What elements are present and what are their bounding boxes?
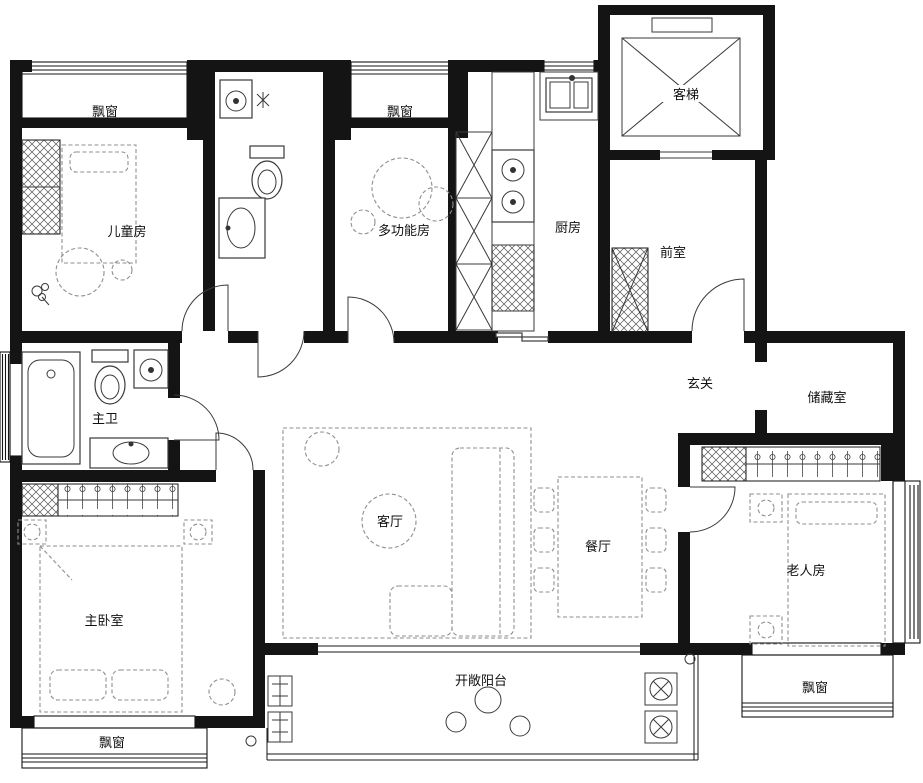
- guest-bath-fixtures: [218, 79, 285, 259]
- column-marker: [245, 735, 257, 747]
- label-bay-window-bottom-right: 飘窗: [802, 680, 828, 695]
- elder-room-side-bay-window: [892, 480, 921, 644]
- elevator-shaft: [621, 17, 741, 159]
- kitchen-fixtures: [491, 71, 599, 246]
- kitchen-base-cabinet: [491, 244, 535, 332]
- children-pillow: [69, 151, 129, 173]
- dining-room-furniture: [533, 476, 667, 618]
- label-children-room: 儿童房: [107, 224, 146, 239]
- water-heater: [219, 79, 253, 119]
- elder-room-bottom-bay-window: [741, 642, 894, 718]
- elder-bed: [787, 493, 886, 647]
- master-bath-fixtures: [21, 349, 169, 469]
- children-room-furniture: [31, 144, 137, 306]
- children-bed: [61, 144, 137, 264]
- kitchen-counter-left: [491, 71, 535, 151]
- balcony-opening: [318, 645, 640, 653]
- master-vanity: [89, 437, 169, 469]
- vestibule-cabinet: [611, 247, 649, 333]
- living-rug: [282, 427, 532, 639]
- children-chair: [111, 259, 133, 281]
- drain-unit: [267, 711, 293, 743]
- armchair: [304, 431, 340, 467]
- planter: [644, 710, 678, 744]
- children-rug: [55, 247, 105, 297]
- walls: [10, 5, 905, 728]
- dining-table: [557, 476, 643, 618]
- planter: [644, 672, 678, 706]
- master-nightstand: [17, 519, 47, 545]
- door-swing-entry: [691, 278, 745, 332]
- balcony: [245, 645, 699, 761]
- elder-room-furniture: [749, 493, 886, 647]
- kitchen-tall-cabinets: [455, 131, 493, 331]
- label-bay-window-top-mid: 飘窗: [387, 104, 413, 119]
- door-swing-multifunction-room: [347, 296, 395, 344]
- label-vestibule: 前室: [660, 245, 686, 260]
- balcony-chair: [509, 715, 531, 737]
- drain-unit: [267, 675, 293, 707]
- door-swing-master-bath: [173, 394, 220, 441]
- multifunction-bay-window: [350, 61, 451, 119]
- label-storage: 储藏室: [807, 390, 846, 405]
- label-master-bedroom: 主卧室: [84, 613, 123, 628]
- kitchen-window: [543, 60, 595, 72]
- door-swing-elder-room: [689, 486, 736, 533]
- label-elevator: 客梯: [673, 87, 699, 102]
- sofa: [451, 447, 515, 637]
- stool: [208, 678, 236, 706]
- master-pillow: [49, 669, 107, 701]
- multifunction-room-furniture: [350, 157, 454, 235]
- label-open-balcony: 开敞阳台: [455, 673, 507, 688]
- master-nightstand: [183, 519, 213, 545]
- label-foyer: 玄关: [687, 376, 713, 391]
- label-kitchen: 厨房: [555, 220, 581, 235]
- master-bedroom-furniture: [17, 519, 236, 713]
- label-bay-window-top-left: 飘窗: [92, 104, 118, 119]
- kitchen-sink: [539, 71, 599, 121]
- coffee-table: [361, 493, 417, 549]
- label-dining-room: 餐厅: [585, 539, 611, 554]
- elder-pillow: [795, 501, 878, 525]
- living-room-furniture: [282, 427, 532, 639]
- master-bedroom-wardrobe: [21, 483, 179, 517]
- master-bedroom-bay-window: [21, 715, 208, 769]
- stove: [491, 149, 535, 223]
- column-marker: [684, 653, 696, 665]
- children-wardrobe: [21, 139, 61, 235]
- master-bath-window: [0, 351, 23, 463]
- label-living-room: 客厅: [377, 514, 403, 529]
- guest-vanity: [218, 197, 266, 259]
- door-swing-children-room: [181, 284, 229, 332]
- floor-drain-icon: [256, 92, 270, 108]
- kitchen-sliding-door: [495, 332, 549, 342]
- elder-room-wardrobe: [701, 446, 881, 482]
- label-master-bath: 主卫: [92, 411, 118, 426]
- master-bed: [39, 545, 183, 713]
- guest-toilet: [249, 145, 285, 200]
- balcony-table: [474, 686, 502, 714]
- elder-nightstand: [749, 493, 783, 523]
- label-bay-window-bottom-left: 飘窗: [99, 735, 125, 750]
- children-bay-window: [21, 61, 188, 119]
- plant-icon: [31, 283, 50, 306]
- master-toilet: [91, 349, 129, 405]
- room-labels: 飘窗 飘窗 儿童房 多功能房 厨房 客梯 前室 玄关 储藏室 主卫 客厅 餐厅 …: [84, 87, 846, 750]
- elder-nightstand: [749, 615, 783, 645]
- washing-machine: [133, 349, 169, 389]
- door-swing-master-bedroom: [215, 432, 254, 471]
- label-elder-room: 老人房: [786, 563, 825, 578]
- label-multi-function-room: 多功能房: [378, 223, 430, 238]
- master-pillow: [111, 669, 169, 701]
- bathtub: [21, 351, 81, 465]
- sofa-chaise: [389, 585, 453, 637]
- door-swing-guest-bath: [257, 330, 305, 378]
- balcony-chair: [445, 711, 467, 733]
